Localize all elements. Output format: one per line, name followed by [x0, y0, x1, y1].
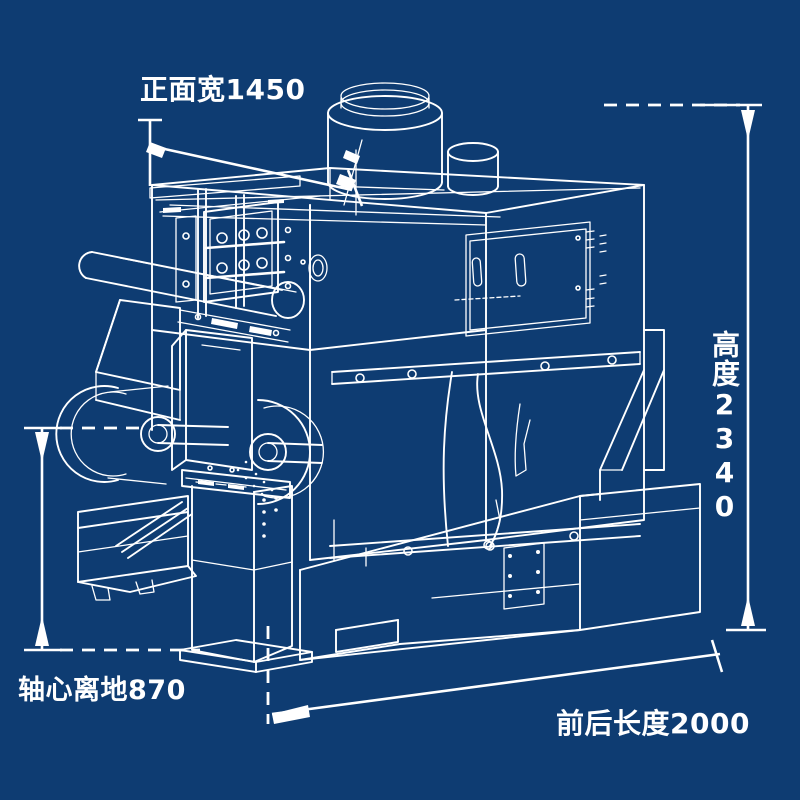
- dimension-height-2340: [604, 103, 766, 632]
- left-conveyor-tray: [77, 495, 197, 601]
- drum-left: [55, 385, 229, 485]
- dimension-label-height: 高度2340: [708, 330, 741, 524]
- drum-right: [249, 399, 324, 505]
- right-slant-support: [579, 329, 665, 501]
- mid-rail: [329, 351, 641, 559]
- main-cabinet: [151, 167, 645, 561]
- lower-base-box: [299, 483, 701, 661]
- dimension-width-1450: [138, 118, 364, 207]
- roller-bar: [78, 251, 305, 343]
- left-sloped-housing: [95, 299, 181, 421]
- misc-details: [300, 254, 367, 567]
- access-panel: [454, 221, 595, 337]
- dimension-axle-870: [24, 426, 200, 652]
- cabinet-side-details: [575, 234, 607, 291]
- top-deck-rails: [149, 139, 641, 226]
- bolt-plate: [485, 531, 579, 610]
- dimension-label-width: 正面宽1450: [140, 73, 306, 106]
- bed-plate: [181, 469, 291, 499]
- dimension-label-axle-height: 轴心离地870: [18, 675, 186, 706]
- dimension-length-2000: [266, 626, 724, 724]
- inner-chute: [442, 371, 531, 547]
- dimension-label-length: 前后长度2000: [556, 707, 750, 740]
- center-support-leg: [179, 485, 313, 673]
